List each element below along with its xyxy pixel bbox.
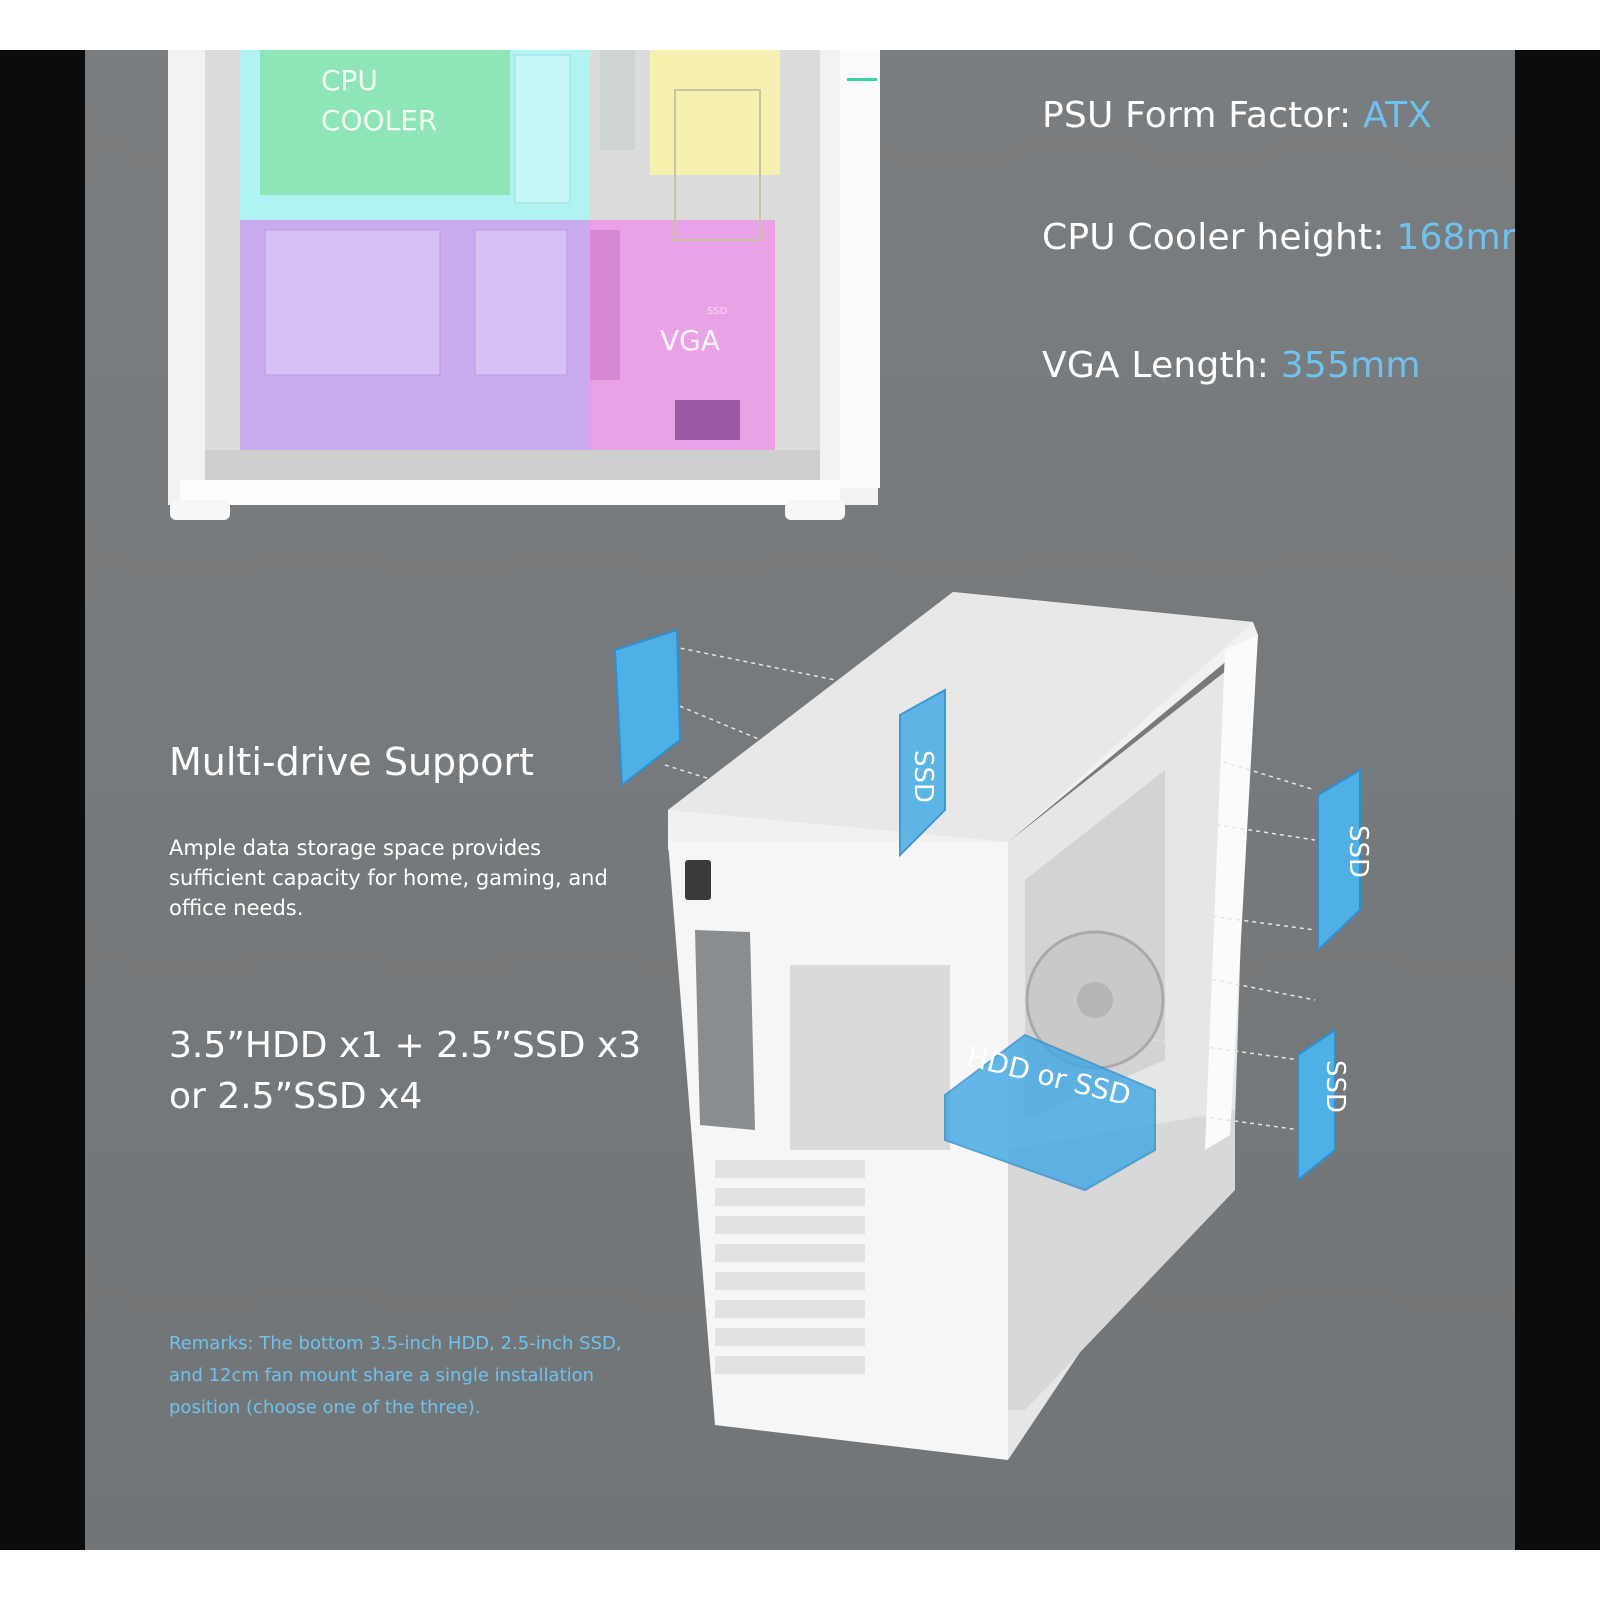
case-interior-diagram [168, 50, 880, 520]
front-led-strip [847, 78, 877, 81]
ssd-drive-right-1 [1317, 768, 1361, 953]
case-foot-right [785, 500, 845, 520]
vga-vent [590, 230, 620, 380]
interior-floor [205, 450, 820, 480]
cpu-cooler-core-zone [260, 50, 510, 195]
front-panel [840, 50, 880, 488]
case-foot-left [170, 500, 230, 520]
spec-psu: PSU Form Factor: ATX [1042, 95, 1432, 136]
storage-remark: Remarks: The bottom 3.5-inch HDD, 2.5-in… [169, 1333, 622, 1418]
ssd-right-label-2: SSD [1320, 1060, 1350, 1113]
ssd-right-label-1: SSD [1343, 825, 1373, 878]
ssd-drive-right-2 [1297, 1028, 1336, 1183]
pcie-slot-covers [715, 1160, 865, 1374]
case-top-mesh [668, 592, 1253, 842]
psu-zone [650, 50, 780, 175]
power-socket-icon [685, 860, 711, 900]
capacity-line-1: 3.5”HDD x1 + 2.5”SSD x3 [169, 1025, 642, 1066]
expansion-area-2 [474, 229, 568, 376]
cpu-cooler-label-2: COOLER [321, 104, 437, 137]
io-cutout [695, 930, 755, 1130]
psu-port [675, 400, 740, 440]
rear-fan-grille [790, 965, 950, 1150]
spec-vga: VGA Length: 355mm [1042, 345, 1421, 386]
spec-cpu-cooler: CPU Cooler height: 168mm [1042, 217, 1515, 258]
ssd-drive-top [899, 688, 946, 858]
spec-vga-label: VGA Length: [1042, 345, 1281, 386]
capacity-line-2: or 2.5”SSD x4 [169, 1076, 423, 1117]
spec-psu-value: ATX [1363, 95, 1433, 136]
case-illustrations: CPU COOLER VGA SSD [168, 50, 1373, 1460]
vga-label: VGA [660, 324, 720, 357]
ssd-small-label: SSD [707, 306, 728, 317]
spec-cpu-cooler-value: 168mm [1396, 217, 1515, 258]
product-panel: CPU COOLER VGA SSD [85, 50, 1515, 1550]
ssd-top-label: SSD [908, 750, 938, 803]
storage-heading: Multi-drive Support [169, 740, 535, 784]
hdd-or-ssd-drive [944, 1033, 1156, 1192]
cpu-cooler-label-1: CPU [321, 64, 378, 97]
expansion-area-1 [264, 229, 441, 376]
cable-grommet [600, 50, 635, 150]
spec-vga-value: 355mm [1280, 345, 1421, 386]
spec-psu-label: PSU Form Factor: [1042, 95, 1364, 136]
case-exploded-view [613, 592, 1361, 1460]
fan-hub [1077, 982, 1113, 1018]
ram-slot-outline [514, 54, 571, 204]
case-bottom-rail [180, 480, 840, 505]
case-front-edge [1205, 635, 1258, 1150]
ssd-drive-left [613, 628, 682, 787]
storage-description: Ample data storage space provides suffic… [169, 836, 608, 920]
interior-floor-slots [1008, 1110, 1235, 1410]
storage-capacity: 3.5”HDD x1 + 2.5”SSD x3 or 2.5”SSD x4 [169, 1020, 669, 1122]
leader-lines [664, 644, 1316, 1131]
spec-cpu-cooler-label: CPU Cooler height: [1042, 217, 1397, 258]
psu-bracket [674, 89, 761, 241]
